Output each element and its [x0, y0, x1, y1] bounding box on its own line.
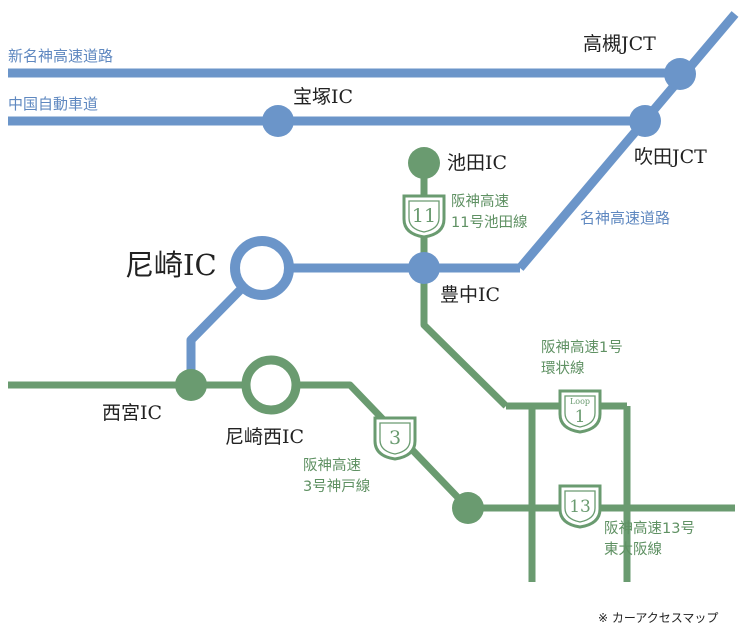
node-kobe-higashi-junction [452, 492, 484, 524]
node-ikeda-ic [408, 147, 440, 179]
road-labels: 新名神高速道路 中国自動車道 名神高速道路 阪神高速 11号池田線 阪神高速1号… [8, 47, 695, 558]
label-ikeda-line-2: 11号池田線 [451, 214, 527, 231]
shield-kobe: 3 [373, 416, 417, 461]
label-loop-line-2: 環状線 [541, 360, 585, 377]
node-takatsuki-jct [664, 58, 696, 90]
shield-higashi-osaka-number: 13 [569, 497, 591, 517]
shields: 11 3 Loop 1 13 [373, 194, 602, 529]
route-meishin [516, 11, 739, 271]
label-toyonaka-ic: 豊中IC [440, 284, 500, 306]
label-loop-line-1: 阪神高速1号 [541, 339, 623, 356]
label-amagasaki-ic: 尼崎IC [125, 248, 217, 282]
shield-loop-number: 1 [575, 407, 586, 427]
shield-kobe-number: 3 [389, 427, 401, 449]
node-amagasaki-nishi-ic [241, 355, 301, 415]
route-amagasaki-nishinomiya [186, 278, 252, 385]
shield-loop: Loop 1 [558, 389, 602, 434]
nodes [175, 58, 696, 524]
shield-ikeda-number: 11 [412, 205, 436, 227]
label-nishinomiya-ic: 西宮IC [102, 402, 162, 424]
label-higashi-osaka-line-1: 阪神高速13号 [604, 520, 695, 537]
shield-higashi-osaka: 13 [558, 484, 602, 529]
map-note: ※ カーアクセスマップ [598, 611, 718, 625]
label-meishin: 名神高速道路 [580, 209, 670, 227]
node-nishinomiya-ic [175, 369, 207, 401]
node-takarazuka-ic [262, 105, 294, 137]
label-takatsuki-jct: 高槻JCT [583, 33, 656, 55]
label-kobe-line-1: 阪神高速 [303, 457, 361, 474]
label-chugoku: 中国自動車道 [8, 95, 98, 113]
shield-ikeda: 11 [402, 194, 446, 239]
node-amagasaki-ic [230, 236, 294, 300]
label-higashi-osaka-line-2: 東大阪線 [604, 541, 662, 558]
label-kobe-line-2: 3号神戸線 [303, 478, 370, 495]
label-ikeda-line-1: 阪神高速 [451, 193, 509, 210]
label-suita-jct: 吹田JCT [634, 146, 707, 168]
node-suita-jct [629, 105, 661, 137]
shield-loop-word: Loop [570, 397, 590, 406]
node-toyonaka-ic [408, 252, 440, 284]
place-labels: 高槻JCT 吹田JCT 宝塚IC 池田IC 豊中IC 尼崎IC 西宮IC 尼崎西… [102, 33, 707, 448]
label-shin-meishin: 新名神高速道路 [8, 47, 113, 65]
label-takarazuka-ic: 宝塚IC [293, 86, 353, 108]
label-amagasaki-nishi-ic: 尼崎西IC [225, 426, 304, 448]
blue-routes [8, 11, 739, 385]
label-ikeda-ic: 池田IC [447, 152, 507, 174]
route-kobe-line [8, 381, 471, 511]
